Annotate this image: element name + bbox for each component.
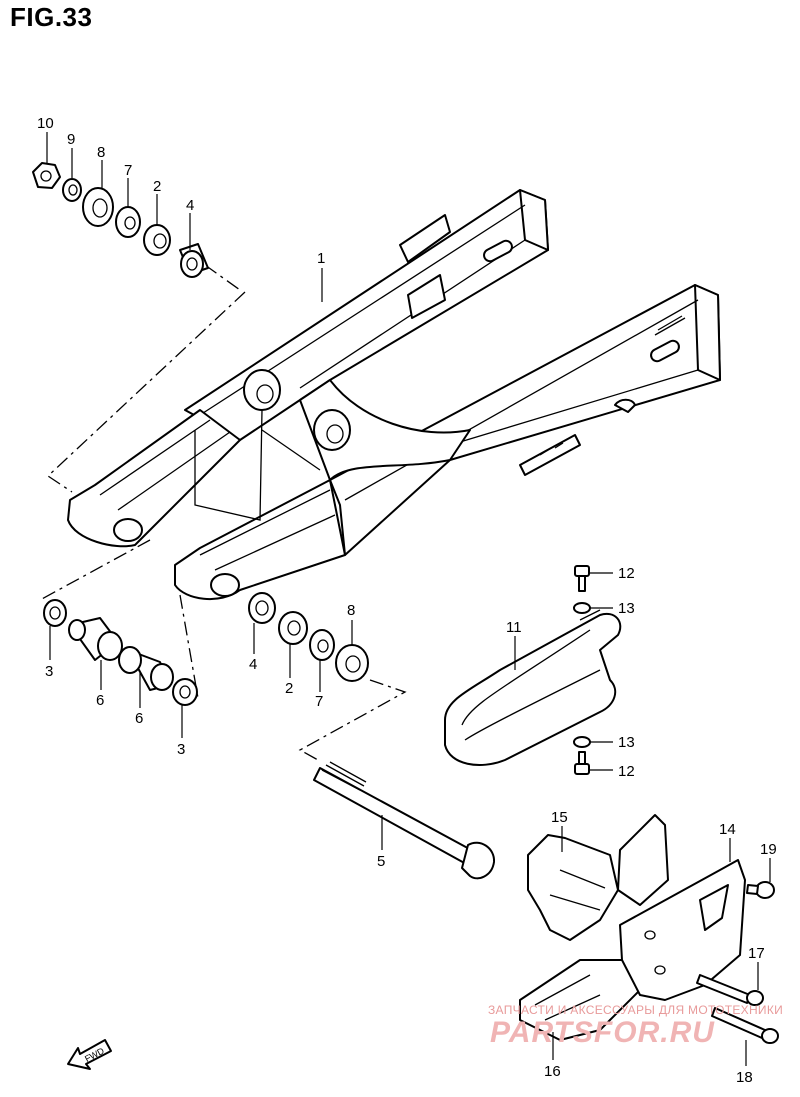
slider-bracket-parts (519, 814, 746, 1041)
assembly-line (39, 539, 151, 601)
callout-4: 4 (186, 197, 194, 214)
callout-3: 3 (45, 663, 53, 680)
callout-16: 16 (544, 1063, 561, 1080)
assembly-line (179, 594, 199, 699)
bracket-bolts (696, 881, 779, 1044)
callout-8: 8 (97, 144, 105, 161)
callout-4: 4 (249, 656, 257, 673)
callout-10: 10 (37, 115, 54, 132)
callout-1: 1 (317, 250, 325, 267)
callout-8: 8 (347, 602, 355, 619)
callout-7: 7 (315, 693, 323, 710)
assembly-line (204, 264, 241, 291)
callout-7: 7 (124, 162, 132, 179)
watermark-caption: ЗАПЧАСТИ И АКСЕССУАРЫ ДЛЯ МОТОТЕХНИКИ (488, 1003, 784, 1017)
forward-arrow-icon: FWD (67, 1039, 112, 1070)
callout-9: 9 (67, 131, 75, 148)
callout-2: 2 (285, 680, 293, 697)
chain-guide-part-11 (444, 609, 622, 766)
callout-12: 12 (618, 565, 635, 582)
callout-2: 2 (153, 178, 161, 195)
assembly-line (46, 291, 246, 493)
leader-lines (46, 132, 771, 1066)
callout-6: 6 (135, 710, 143, 727)
callout-13: 13 (618, 734, 635, 751)
callout-17: 17 (748, 945, 765, 962)
pivot-shaft-part-5 (313, 761, 496, 880)
callout-15: 15 (551, 809, 568, 826)
callout-5: 5 (377, 853, 385, 870)
assembly-line (298, 679, 407, 761)
callout-12: 12 (618, 763, 635, 780)
callout-labels: 1 10 9 8 7 2 4 3 6 6 3 4 2 7 8 5 11 12 1… (37, 115, 777, 1086)
callout-6: 6 (96, 692, 104, 709)
callout-19: 19 (760, 841, 777, 858)
guide-bolts (573, 565, 591, 775)
callout-13: 13 (618, 600, 635, 617)
pivot-hardware-left-top (32, 162, 209, 278)
watermark-logo: PARTSFOR.RU (490, 1016, 715, 1049)
callout-11: 11 (506, 619, 522, 636)
pivot-hardware-left-bottom (43, 599, 198, 706)
callout-18: 18 (736, 1069, 753, 1086)
pivot-hardware-right (248, 592, 369, 682)
callout-3: 3 (177, 741, 185, 758)
swingarm-part-1 (67, 189, 721, 601)
figure-title: FIG.33 (10, 2, 93, 32)
callout-14: 14 (719, 821, 736, 838)
